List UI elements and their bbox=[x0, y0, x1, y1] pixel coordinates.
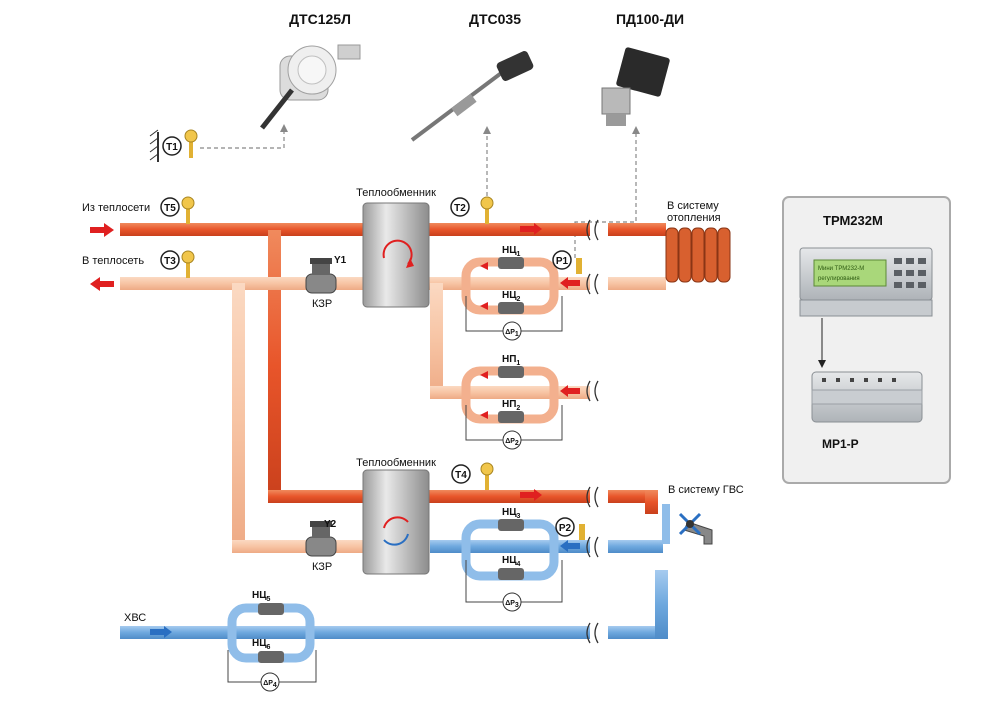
pump-group-heating: НЦ1 НЦ2 ΔP1 bbox=[461, 245, 563, 341]
pump-group-gvs: НЦ3 НЦ4 ΔP3 bbox=[461, 507, 563, 612]
tag-t2: T2 bbox=[454, 203, 466, 214]
sensor-p1: P1 bbox=[552, 250, 582, 274]
sensor-pd100-icon bbox=[601, 47, 670, 126]
valve-kzr1-label: КЗР bbox=[312, 298, 332, 310]
display-line-2: регулирования bbox=[818, 276, 860, 282]
controller-panel: ТРМ232М Мини ТРМ232-М регулирования МР1-… bbox=[782, 196, 951, 484]
pipe-riser-hot bbox=[268, 230, 281, 502]
sensor-t4: T4 bbox=[451, 462, 494, 490]
sensor-t2: T2 bbox=[450, 196, 494, 224]
label-to-heating-1: В систему bbox=[667, 200, 719, 212]
valve-y1-label: Y1 bbox=[334, 255, 347, 266]
flow-arrows-red bbox=[90, 223, 580, 501]
tap-icon bbox=[662, 504, 713, 545]
label-to-hot-water: В систему ГВС bbox=[668, 484, 744, 496]
pipe-riser-warm bbox=[232, 283, 245, 553]
label-to-heating-2: отопления bbox=[667, 212, 721, 224]
relay-module-icon bbox=[811, 371, 923, 423]
tag-t4: T4 bbox=[455, 470, 467, 481]
sensor-dts035-icon bbox=[410, 51, 534, 142]
tag-t1: T1 bbox=[166, 142, 178, 153]
sensor-dts125-label: ДТС125Л bbox=[289, 11, 351, 27]
label-from-network: Из теплосети bbox=[82, 202, 150, 214]
pipe-return-network bbox=[120, 277, 590, 290]
pipe-return-hx2 bbox=[232, 540, 367, 553]
flow-arrows-blue bbox=[150, 540, 580, 638]
pipe-cold-riser bbox=[655, 570, 668, 639]
pump-group-cold: НЦ5 НЦ6 ΔP4 bbox=[227, 590, 317, 692]
pump-hc5-icon bbox=[258, 603, 284, 615]
pump-hc2-icon bbox=[498, 302, 524, 314]
controller-title: ТРМ232М bbox=[823, 213, 883, 228]
pump-hc1-label: НЦ1 bbox=[502, 245, 521, 258]
heat-exchanger-1-label: Теплообменник bbox=[356, 187, 436, 199]
label-to-network: В теплосеть bbox=[82, 255, 144, 267]
signal-arrows bbox=[280, 124, 640, 134]
pump-hc4-icon bbox=[498, 568, 524, 580]
heat-exchanger-2 bbox=[362, 469, 430, 575]
pump-np1-icon bbox=[498, 366, 524, 378]
tag-p2: P2 bbox=[559, 523, 572, 534]
tag-p1: P1 bbox=[556, 256, 569, 267]
pipe-cold-out bbox=[608, 626, 668, 639]
pump-hc3-icon bbox=[498, 519, 524, 531]
sensor-t3: T3 bbox=[160, 250, 195, 278]
pump-group-makeup: НП1 НП2 ΔP2 bbox=[461, 354, 563, 450]
dp3-label: ΔP3 bbox=[505, 600, 519, 609]
relay-module-label: МР1-Р bbox=[822, 437, 859, 451]
pump-np2-label: НП2 bbox=[502, 399, 520, 412]
pump-hc1-icon bbox=[498, 257, 524, 269]
pump-hc3-label: НЦ3 bbox=[502, 507, 521, 520]
valve-kzr2-icon bbox=[305, 521, 337, 557]
pipe-makeup-riser bbox=[430, 283, 443, 398]
outdoor-sensor-t1: T1 bbox=[149, 129, 198, 162]
heat-exchanger-2-label: Теплообменник bbox=[356, 457, 436, 469]
valve-y2-label: Y2 bbox=[324, 519, 337, 530]
sensor-pd100-label: ПД100-ДИ bbox=[616, 11, 684, 27]
pipe-heating-out bbox=[608, 223, 648, 236]
pipe-cold-water bbox=[120, 626, 590, 639]
pipe-supply-network bbox=[120, 223, 590, 236]
dp2-label: ΔP2 bbox=[505, 438, 519, 447]
pump-np1-label: НП1 bbox=[502, 354, 520, 367]
tag-t5: T5 bbox=[164, 203, 176, 214]
dp4-label: ΔP4 bbox=[263, 680, 277, 689]
dp1-label: ΔP1 bbox=[505, 329, 519, 338]
pipe-gvs-drop bbox=[645, 490, 658, 514]
pump-hc5-label: НЦ5 bbox=[252, 590, 271, 603]
heat-exchanger-1 bbox=[362, 202, 430, 308]
pipe-breaks bbox=[586, 219, 599, 644]
controller-device-icon: Мини ТРМ232-М регулирования bbox=[799, 247, 933, 317]
sensor-p2: P2 bbox=[555, 517, 585, 540]
valve-kzr1-icon bbox=[305, 258, 337, 294]
sensor-dts125-icon bbox=[260, 44, 361, 130]
signal-lines bbox=[200, 128, 637, 258]
tag-t3: T3 bbox=[164, 256, 176, 267]
pump-hc6-icon bbox=[258, 651, 284, 663]
pump-hc2-label: НЦ2 bbox=[502, 290, 521, 303]
pump-np2-icon bbox=[498, 411, 524, 423]
sensor-t5: T5 bbox=[160, 196, 195, 224]
pump-hc6-label: НЦ6 bbox=[252, 638, 271, 651]
pump-hc4-label: НЦ4 bbox=[502, 555, 521, 568]
display-line-1: Мини ТРМ232-М bbox=[818, 266, 864, 272]
label-cold-water: ХВС bbox=[124, 612, 146, 624]
valve-kzr2-label: КЗР bbox=[312, 561, 332, 573]
pipe-gvs-circ-out bbox=[608, 540, 663, 553]
pipe-heating-return bbox=[608, 277, 648, 290]
sensor-dts035-label: ДТС035 bbox=[469, 11, 521, 27]
radiator-icon bbox=[640, 223, 731, 290]
